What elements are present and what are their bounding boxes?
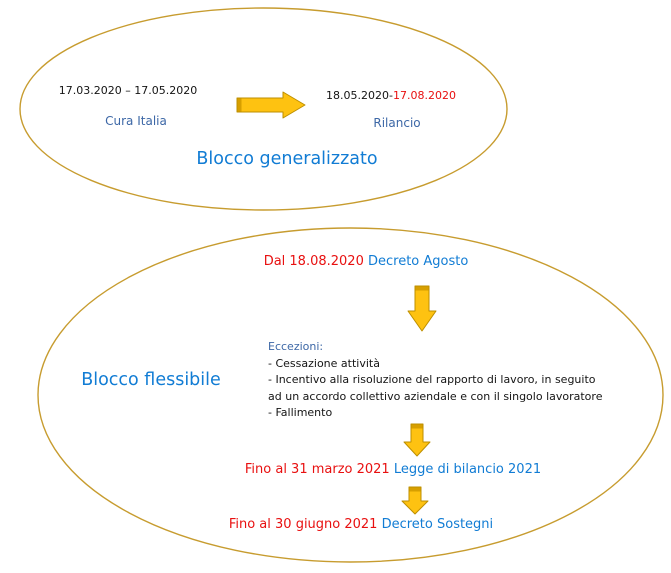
bottom-ellipse-title: Blocco flessibile <box>81 370 221 390</box>
step1-date: Dal 18.08.2020 <box>263 254 368 269</box>
step2-line: Fino al 31 marzo 2021 Legge di bilancio … <box>245 462 541 478</box>
exceptions-block: Eccezioni: - Cessazione attività - Incen… <box>268 339 602 422</box>
top-ellipse-outline <box>19 7 508 211</box>
down-arrow-icon-1 <box>407 285 437 332</box>
bottom-ellipse-outline <box>37 227 664 563</box>
exception-line: - Incentivo alla risoluzione del rapport… <box>268 373 596 386</box>
top-ellipse-title: Blocco generalizzato <box>196 149 378 169</box>
exception-line: - Cessazione attività <box>268 356 380 370</box>
step2-decree: Legge di bilancio 2021 <box>393 462 542 477</box>
period1-date: 17.03.2020 – 17.05.2020 <box>58 84 198 97</box>
exception-line: - Fallimento <box>268 406 333 419</box>
step1-line: Dal 18.08.2020 Decreto Agosto <box>264 254 469 270</box>
exceptions-heading: Eccezioni: <box>268 340 324 353</box>
right-arrow-icon <box>236 91 306 119</box>
down-arrow-icon-2 <box>403 423 431 457</box>
step3-decree: Decreto Sostegni <box>381 517 494 532</box>
period2-decree-label: Rilancio <box>373 116 421 130</box>
period2-date-red: 17.08.2020 <box>392 89 456 102</box>
step1-decree: Decreto Agosto <box>367 254 469 269</box>
period2-date-black: 18.05.2020- <box>326 89 393 102</box>
step3-line: Fino al 30 giugno 2021 Decreto Sostegni <box>229 517 493 533</box>
period2-date: 18.05.2020-17.08.2020 <box>326 89 456 102</box>
step3-date: Fino al 30 giugno 2021 <box>228 517 382 532</box>
exception-line: ad un accordo collettivo aziendale e con… <box>268 389 603 403</box>
down-arrow-icon-3 <box>401 486 429 515</box>
step2-date: Fino al 31 marzo 2021 <box>244 462 394 477</box>
period1-decree-label: Cura Italia <box>105 114 167 128</box>
